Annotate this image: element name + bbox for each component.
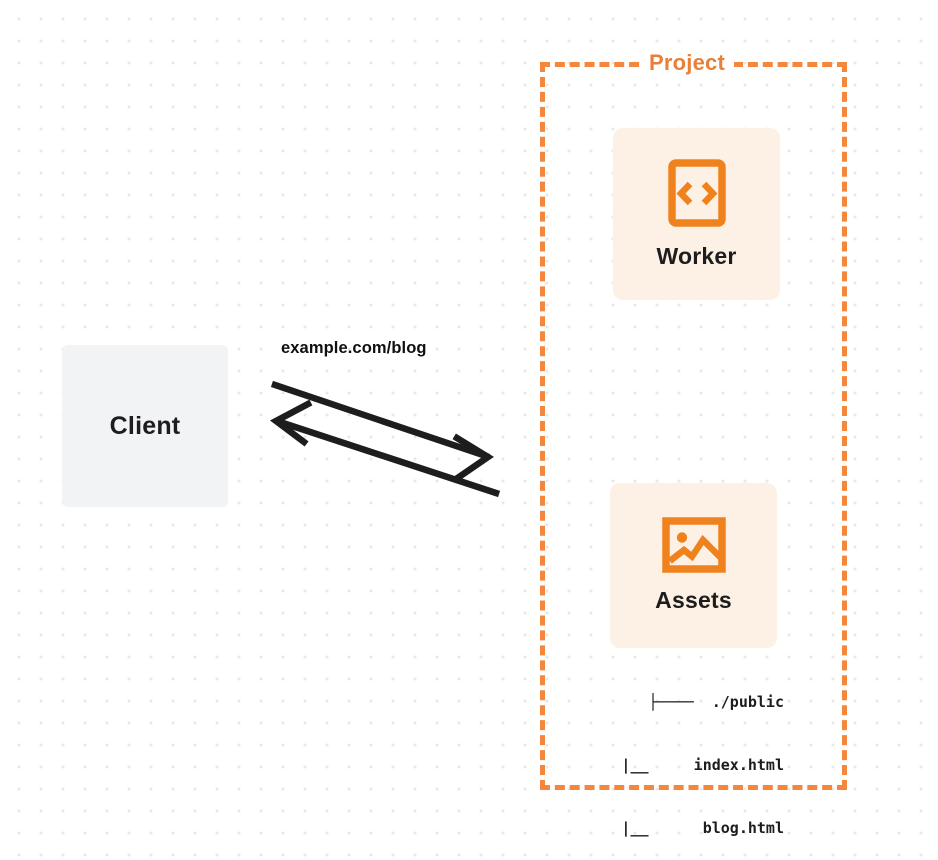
code-brackets-icon [667,158,726,227]
client-node[interactable]: Client [62,345,228,507]
assets-card[interactable]: Assets [610,483,777,648]
client-label: Client [109,411,181,440]
assets-label: Assets [655,587,732,613]
image-picture-icon [661,517,726,573]
file-tree-row-blog-html: |__ blog.html [603,819,784,837]
file-tree-row-index-html: |__ index.html [603,756,784,774]
response-arrow [269,399,501,498]
file-tree-row-public: ├──── ./public [648,693,784,711]
request-arrow [270,380,494,482]
request-url-label: example.com/blog [281,339,427,357]
assets-file-tree: ├──── ./public |__ index.html |__ blog.h… [588,650,784,860]
project-group-title: Project [640,50,734,76]
client-project-connector [250,325,520,525]
worker-label: Worker [656,242,737,269]
worker-card[interactable]: Worker [613,128,780,300]
